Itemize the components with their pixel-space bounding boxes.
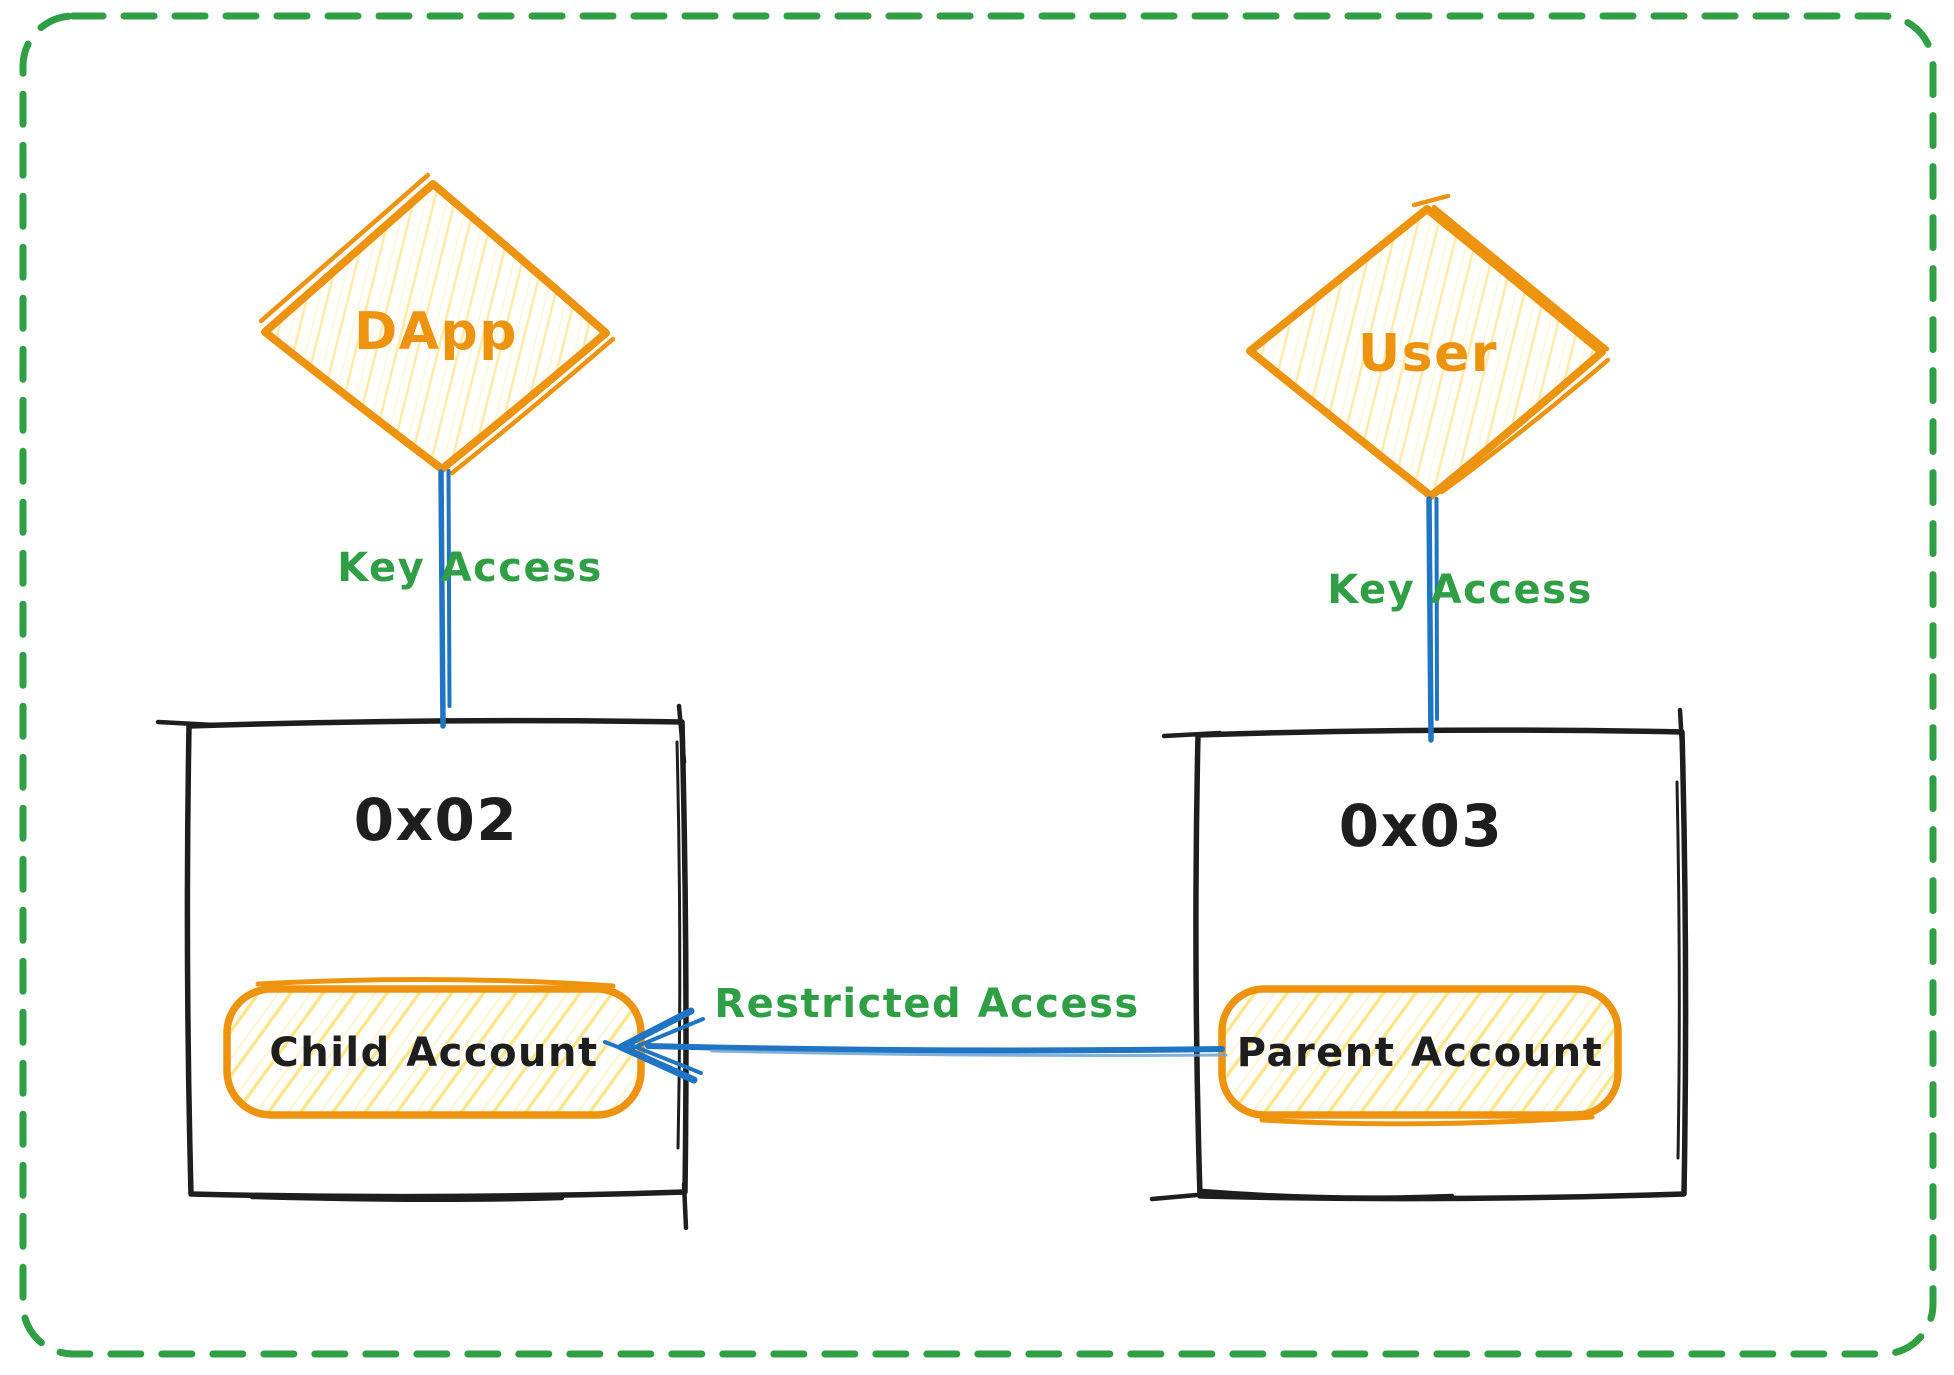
dapp-diamond-sketch-strokes [258,172,616,476]
parent-wallet-node: 0x03 Parent Account [1149,707,1689,1202]
dapp-label: DApp [354,302,518,362]
parent-account-pill-sketch-stroke [1259,1114,1595,1127]
user-diamond-sketch-strokes [1411,193,1611,495]
dapp-key-access-line-double [446,469,452,708]
user-key-access-line-double [1434,497,1439,721]
parent-wallet-border-sketch-strokes [1149,707,1686,1202]
child-wallet-node: 0x02 Child Account [155,703,689,1231]
dapp-key-access-label: Key Access [337,545,603,591]
dapp-key-access-line [438,469,446,729]
parent-account-pill: Parent Account [1218,985,1622,1127]
dapp-diamond-shape [261,180,610,473]
dapp-node: DApp [258,172,616,476]
child-wallet-border-double-stroke [675,740,682,1150]
child-wallet-border-sketch-strokes [155,703,689,1231]
user-node: User [1246,193,1611,500]
restricted-access-line [645,1043,1225,1054]
user-key-access-label: Key Access [1327,567,1593,613]
arrowhead-left-icon [617,1007,698,1084]
parent-wallet-address: 0x03 [1339,792,1503,860]
canvas-dashed-border [19,12,1937,1358]
child-wallet-address: 0x02 [354,786,518,854]
user-label: User [1358,324,1498,384]
dapp-key-access-connector: Key Access [337,469,603,729]
parent-wallet-border-double-stroke [1675,780,1681,1160]
restricted-access-label: Restricted Access [714,981,1139,1027]
child-account-pill-shape [223,985,645,1119]
arrowhead-sketch-strokes [603,1017,705,1075]
child-account-pill-sketch-stroke [255,976,616,989]
child-account-label: Child Account [269,1030,598,1076]
user-key-access-line [1426,496,1434,743]
restricted-access-arrow: Restricted Access [603,981,1228,1084]
parent-account-label: Parent Account [1237,1030,1604,1076]
child-account-pill: Child Account [223,976,645,1119]
user-key-access-connector: Key Access [1327,496,1593,743]
restricted-access-line-double [710,1049,1228,1057]
user-diamond-shape [1246,205,1606,500]
